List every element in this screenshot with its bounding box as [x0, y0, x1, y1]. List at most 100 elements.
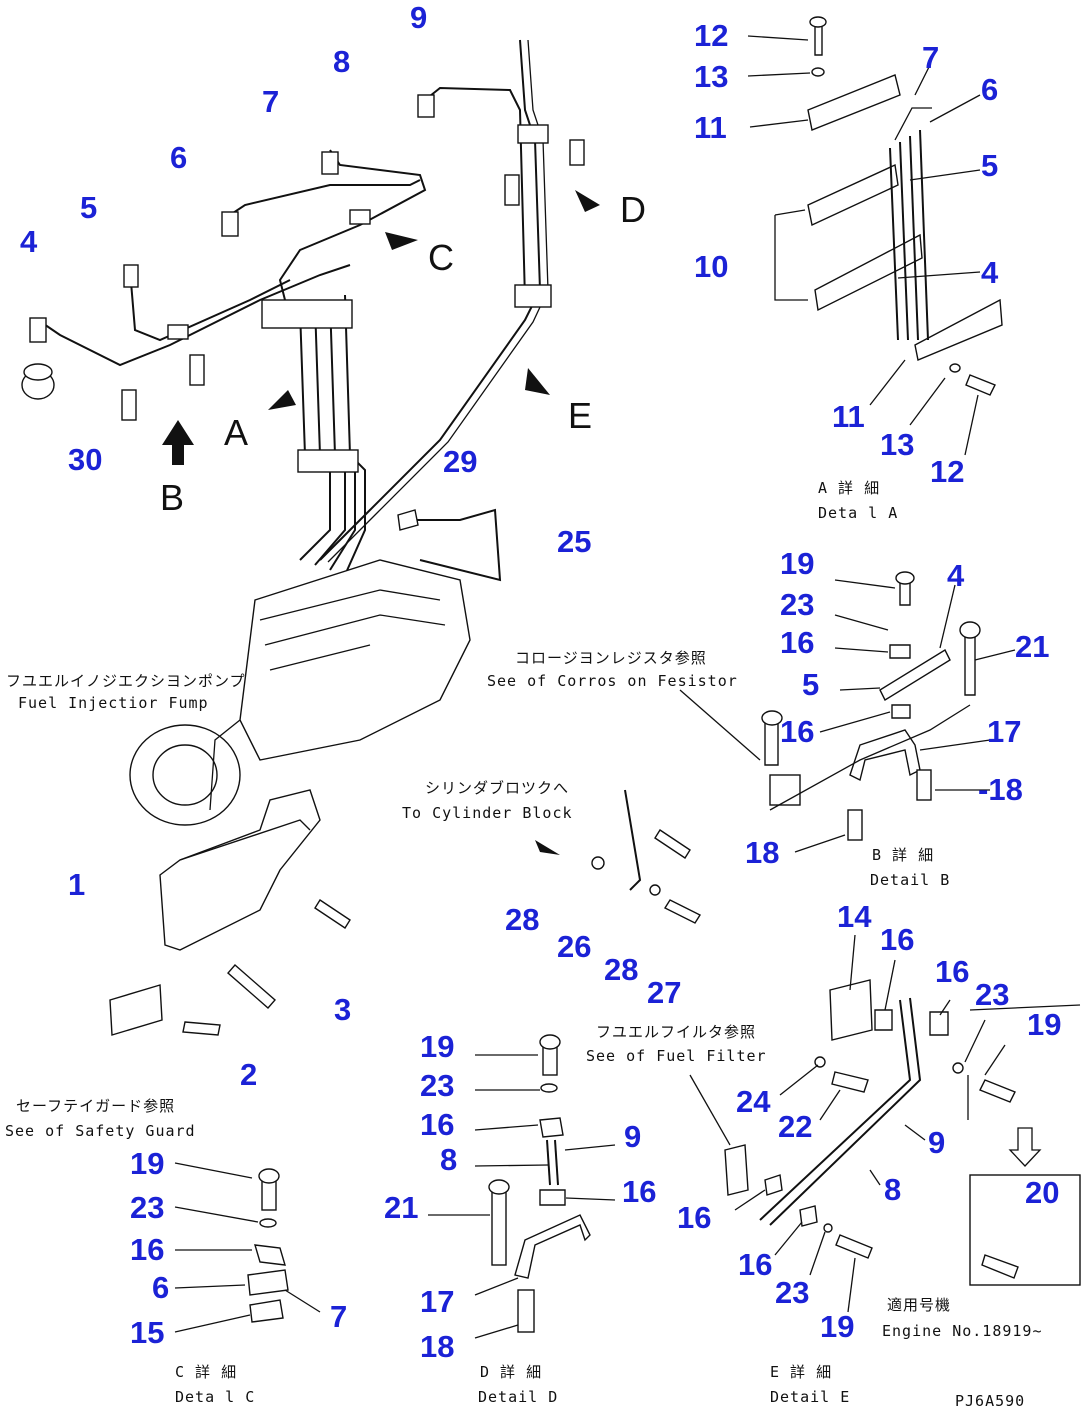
detail-b-callout-21: 21 — [1015, 629, 1049, 664]
cylinder-note-en: To Cylinder Block — [402, 804, 573, 822]
view-arrows — [162, 190, 600, 855]
detail-d-label-jp: D 詳 細 — [480, 1363, 542, 1381]
callout-4: 4 — [20, 224, 38, 259]
detail-d — [428, 1034, 616, 1339]
detail-b-callout-18b: 18 — [745, 835, 779, 870]
safety-note-en: See of Safety Guard — [5, 1122, 196, 1140]
detail-e-callout-16b: 16 — [935, 954, 969, 989]
view-letter-c: C — [428, 237, 454, 278]
detail-d-callout-17: 17 — [420, 1284, 454, 1319]
detail-e-callout-16a: 16 — [880, 922, 914, 957]
detail-e-callout-19b: 19 — [820, 1309, 854, 1344]
callout-8: 8 — [333, 44, 350, 79]
detail-c-callout-23: 23 — [130, 1190, 164, 1225]
filter-note-en: See of Fuel Filter — [586, 1047, 767, 1065]
main-assembly — [21, 39, 702, 1036]
detail-d-label-en: Detail D — [478, 1388, 558, 1406]
callout-26: 26 — [557, 929, 591, 964]
detail-b-label-jp: B 詳 細 — [872, 846, 934, 864]
detail-c-label-en: Deta l C — [175, 1388, 255, 1406]
callout-25: 25 — [557, 524, 591, 559]
detail-a-callout-6: 6 — [981, 72, 998, 107]
cylinder-note-jp: シリンダブロツクへ — [425, 779, 569, 797]
detail-e — [689, 934, 1081, 1313]
detail-e-callout-16d: 16 — [738, 1247, 772, 1282]
detail-c-callout-7: 7 — [330, 1299, 347, 1334]
callout-28a: 28 — [505, 902, 539, 937]
detail-b-callout-23: 23 — [780, 587, 814, 622]
detail-d-callout-23: 23 — [420, 1068, 454, 1103]
callout-29: 29 — [443, 444, 477, 479]
detail-c-callout-6: 6 — [152, 1270, 169, 1305]
detail-d-callout-9: 9 — [624, 1119, 641, 1154]
detail-c-label-jp: C 詳 細 — [175, 1363, 237, 1381]
serial-label-en: Engine No.18919~ — [882, 1322, 1043, 1340]
detail-e-callout-20: 20 — [1025, 1175, 1059, 1210]
detail-e-callout-23a: 23 — [975, 977, 1009, 1012]
detail-c-callout-16: 16 — [130, 1232, 164, 1267]
filter-note-jp: フユエルフイルタ参照 — [596, 1023, 756, 1041]
detail-a — [747, 16, 1003, 456]
callout-2: 2 — [240, 1057, 257, 1092]
detail-e-label-jp: E 詳 細 — [770, 1363, 832, 1381]
callout-9: 9 — [410, 0, 427, 35]
detail-d-callout-21: 21 — [384, 1190, 418, 1225]
detail-b-callout-17: 17 — [987, 714, 1021, 749]
view-letter-e: E — [568, 395, 592, 436]
notes: フユエルイノジエクシヨンポンプ Fuel Injectior Fump コロージ… — [5, 479, 1043, 1410]
detail-e-callout-22: 22 — [778, 1109, 812, 1144]
drawing-code: PJ6A590 — [955, 1392, 1025, 1410]
view-letter-b: B — [160, 477, 184, 518]
corrosion-note-en: See of Corros on Fesistor — [487, 672, 738, 690]
detail-c — [174, 1162, 321, 1333]
detail-b-callout-16a: 16 — [780, 625, 814, 660]
callout-1: 1 — [68, 867, 85, 902]
detail-d-callout-18: 18 — [420, 1329, 454, 1364]
callout-30: 30 — [68, 442, 102, 477]
detail-a-callout-5: 5 — [981, 148, 998, 183]
callout-28b: 28 — [604, 952, 638, 987]
fuel-pump-note-en: Fuel Injectior Fump — [18, 694, 209, 712]
detail-d-callout-19: 19 — [420, 1029, 454, 1064]
detail-b-callout-5: 5 — [802, 667, 819, 702]
detail-a-callout-11b: 11 — [832, 399, 865, 434]
serial-label-jp: 適用号機 — [887, 1296, 951, 1314]
callout-3: 3 — [334, 992, 351, 1027]
detail-a-callout-13b: 13 — [880, 427, 914, 462]
detail-b-callout-18a: -18 — [978, 772, 1023, 807]
view-letters: A B C D E — [160, 189, 646, 518]
detail-d-callout-16b: 16 — [622, 1174, 656, 1209]
detail-e-callout-9: 9 — [928, 1125, 945, 1160]
detail-a-callout-10: 10 — [694, 249, 728, 284]
detail-e-callout-8: 8 — [884, 1172, 901, 1207]
detail-b-callout-19: 19 — [780, 546, 814, 581]
callout-7: 7 — [262, 84, 279, 119]
detail-b — [679, 571, 1016, 853]
detail-e-callout-19a: 19 — [1027, 1007, 1061, 1042]
detail-b-label-en: Detail B — [870, 871, 950, 889]
detail-e-callout-14: 14 — [837, 899, 872, 934]
detail-a-callout-12a: 12 — [694, 18, 728, 53]
detail-e-callout-16c: 16 — [677, 1200, 711, 1235]
callout-27: 27 — [647, 975, 681, 1010]
detail-e-callout-23b: 23 — [775, 1275, 809, 1310]
view-letter-d: D — [620, 189, 646, 230]
detail-a-callout-11a: 11 — [694, 110, 727, 145]
fuel-pump-note-jp: フユエルイノジエクシヨンポンプ — [6, 672, 246, 690]
detail-e-callout-24: 24 — [736, 1084, 771, 1119]
detail-a-callout-7: 7 — [922, 40, 939, 75]
detail-e-label-en: Detail E — [770, 1388, 850, 1406]
detail-a-callout-12b: 12 — [930, 454, 964, 489]
detail-b-callout-16b: 16 — [780, 714, 814, 749]
detail-c-callout-19: 19 — [130, 1146, 164, 1181]
detail-c-callout-15: 15 — [130, 1315, 164, 1350]
callout-6: 6 — [170, 140, 187, 175]
detail-a-callout-4: 4 — [981, 255, 999, 290]
callout-5: 5 — [80, 190, 97, 225]
detail-a-label-en: Deta l A — [818, 504, 898, 522]
safety-note-jp: セーフテイガード参照 — [16, 1097, 175, 1115]
view-letter-a: A — [224, 412, 248, 453]
detail-b-callout-4: 4 — [947, 558, 965, 593]
detail-a-callout-13a: 13 — [694, 59, 728, 94]
